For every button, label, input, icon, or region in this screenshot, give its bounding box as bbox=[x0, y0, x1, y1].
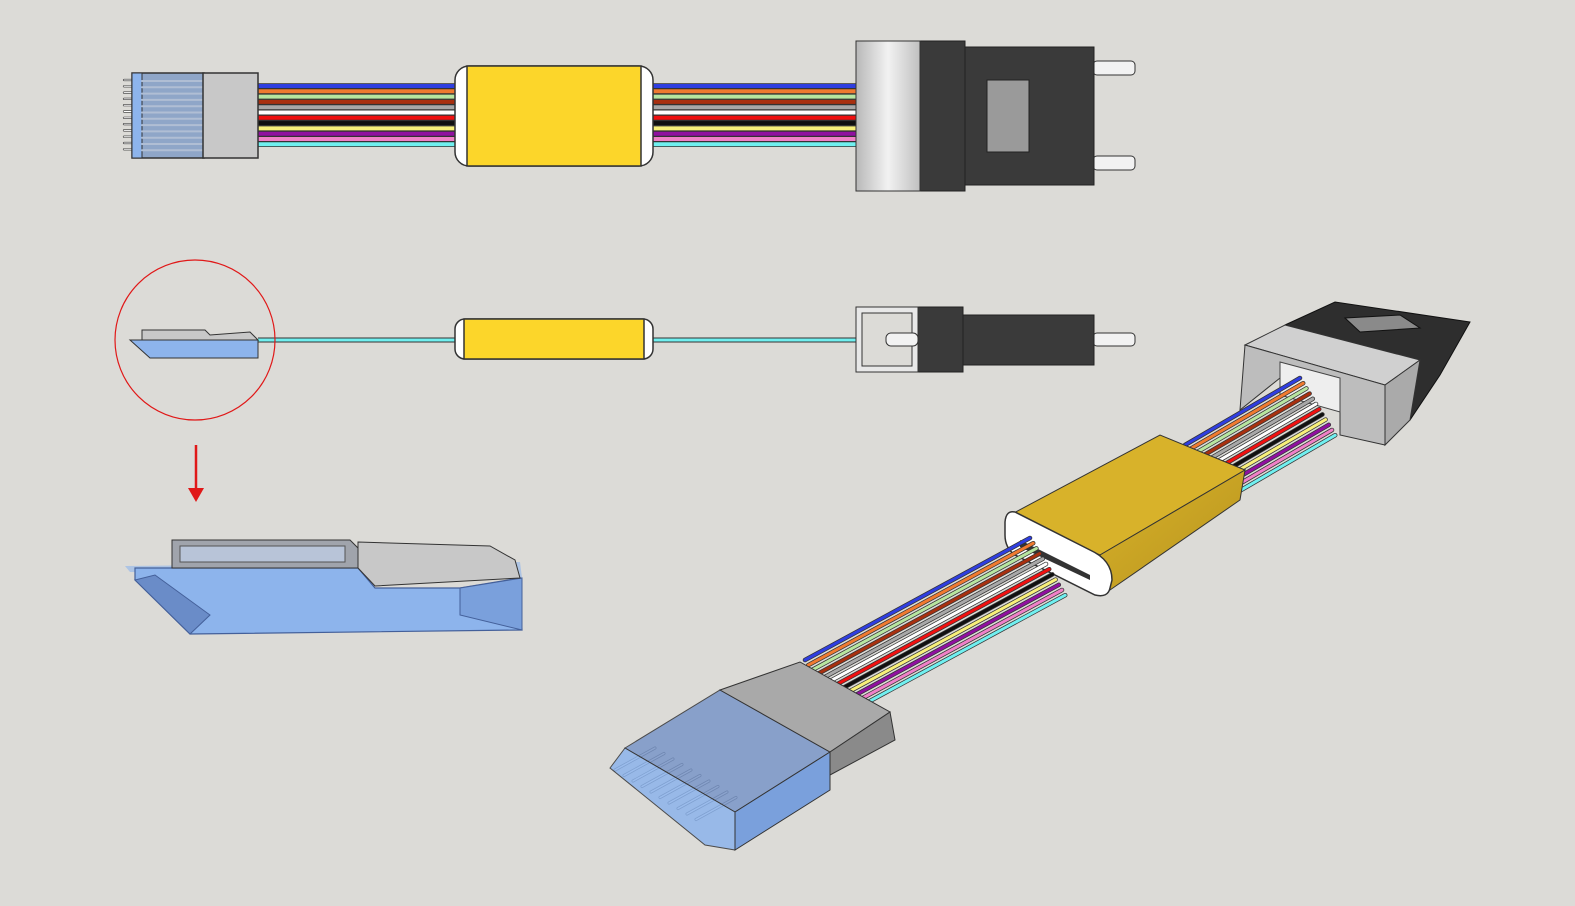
connector-top bbox=[855, 40, 1136, 192]
optical-fiber bbox=[809, 546, 1038, 672]
optical-fiber bbox=[806, 541, 1035, 667]
top-view bbox=[122, 40, 1136, 192]
fiber-bundle-right bbox=[649, 83, 859, 148]
optical-fiber bbox=[1196, 397, 1315, 468]
ferrule-detail bbox=[125, 539, 523, 635]
isometric-view bbox=[609, 301, 1471, 851]
optical-fiber bbox=[1193, 392, 1312, 463]
optical-fiber bbox=[832, 583, 1061, 709]
ferrule-iso bbox=[609, 661, 896, 851]
optical-fiber bbox=[838, 593, 1067, 719]
connector-side bbox=[855, 306, 1136, 373]
optical-fiber bbox=[835, 588, 1064, 714]
optical-fiber bbox=[803, 536, 1032, 662]
optical-fiber bbox=[816, 557, 1045, 683]
fan-out-housing-iso bbox=[1004, 434, 1247, 597]
optical-fiber bbox=[1183, 376, 1302, 447]
fan-out-housing-top bbox=[454, 65, 654, 167]
fiber-bundle-iso-left bbox=[802, 535, 1068, 720]
optical-fiber bbox=[825, 572, 1054, 698]
optical-fiber bbox=[1186, 381, 1305, 452]
fiber-bundle-left bbox=[255, 83, 459, 148]
fan-out-housing-side bbox=[454, 318, 654, 360]
detail-arrow bbox=[188, 445, 204, 502]
optical-fiber bbox=[813, 552, 1042, 678]
detail-highlight-circle bbox=[114, 259, 276, 421]
optical-fiber bbox=[1189, 386, 1308, 457]
optical-fiber bbox=[829, 578, 1058, 704]
optical-fiber bbox=[822, 567, 1051, 693]
ferrule-top bbox=[122, 72, 259, 159]
ferrule-side bbox=[128, 329, 260, 359]
side-view bbox=[114, 259, 1136, 421]
optical-fiber bbox=[819, 562, 1048, 688]
connector-iso bbox=[1239, 301, 1471, 447]
